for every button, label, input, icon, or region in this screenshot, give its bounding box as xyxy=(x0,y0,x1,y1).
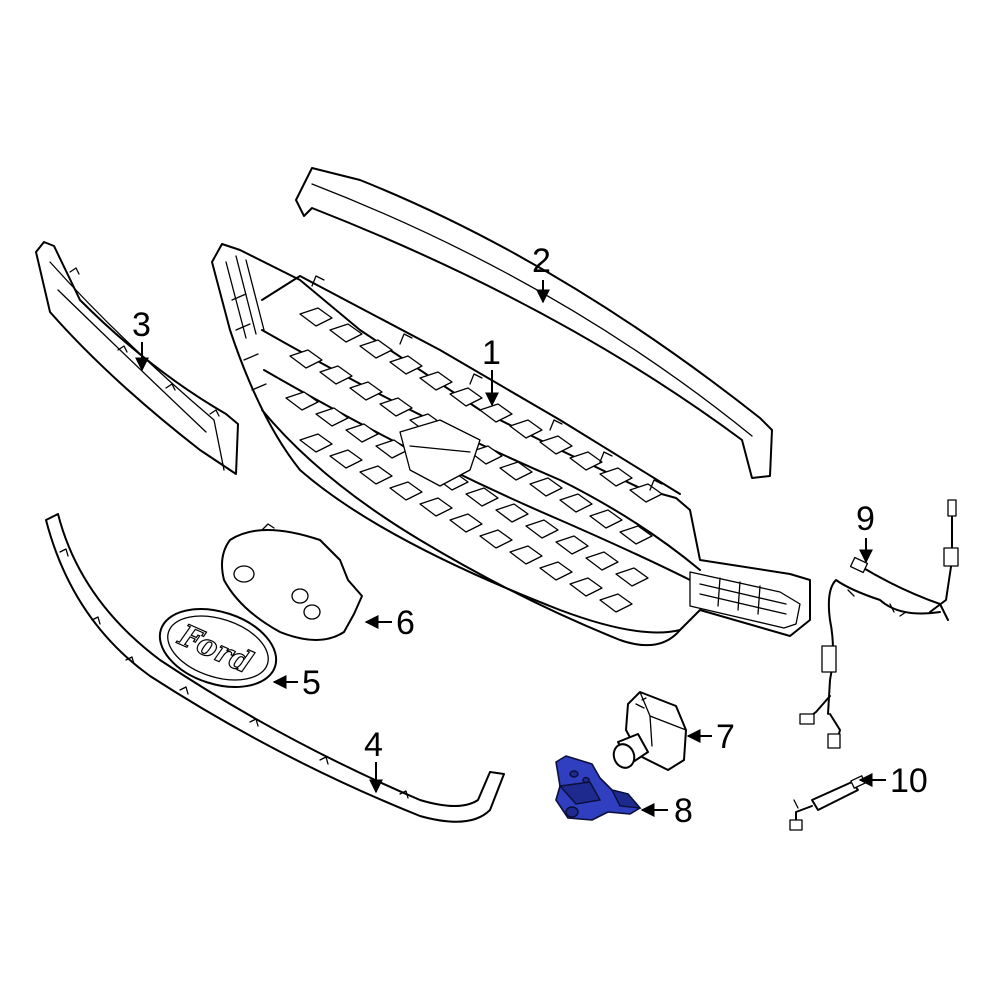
callout-3: 3 xyxy=(132,306,151,344)
callout-1: 1 xyxy=(482,334,501,372)
callout-6: 6 xyxy=(396,604,415,642)
callout-7: 7 xyxy=(716,718,735,756)
part-10-jumper-harness[interactable] xyxy=(789,775,866,831)
part-9-wiring-harness[interactable] xyxy=(799,499,959,749)
part-5-ford-emblem[interactable]: Ford xyxy=(150,595,286,701)
callout-9: 9 xyxy=(856,500,875,538)
part-4-lower-molding[interactable] xyxy=(45,513,505,823)
part-7-camera[interactable] xyxy=(610,691,687,771)
leader-lines xyxy=(135,280,886,817)
callout-5: 5 xyxy=(302,664,321,702)
callout-8: 8 xyxy=(674,792,693,830)
part-3-left-grille-panel[interactable] xyxy=(35,241,239,475)
callout-2: 2 xyxy=(532,242,551,280)
part-6-emblem-base[interactable] xyxy=(221,523,363,641)
callout-10: 10 xyxy=(890,762,928,800)
part-1-main-grille[interactable] xyxy=(211,243,811,647)
callout-4: 4 xyxy=(364,726,383,764)
part-8-camera-bracket[interactable] xyxy=(555,755,642,821)
